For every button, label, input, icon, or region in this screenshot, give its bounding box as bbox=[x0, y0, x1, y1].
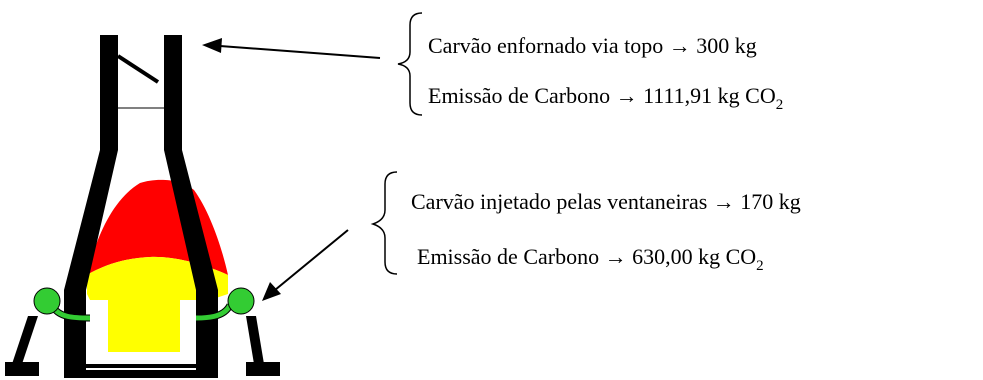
bottom-annotation-line-2: Emissão de Carbono → 630,00 kg CO2 bbox=[417, 244, 764, 274]
charging-flap bbox=[116, 54, 160, 84]
left-tuyere bbox=[33, 287, 91, 322]
top-brace bbox=[397, 12, 423, 116]
furnace-right-wall bbox=[164, 35, 218, 366]
blast-furnace bbox=[5, 35, 280, 378]
top-pointer-arrow bbox=[202, 38, 381, 59]
furnace-left-wall bbox=[64, 35, 118, 366]
bottom-annotation: Carvão injetado pelas ventaneiras → 170 … bbox=[411, 189, 801, 274]
top-annotation: Carvão enfornado via topo → 300 kg Emiss… bbox=[428, 33, 783, 113]
right-support-leg bbox=[246, 316, 280, 376]
right-tuyere bbox=[195, 287, 255, 322]
left-support-leg bbox=[5, 316, 39, 376]
hearth-bottom bbox=[64, 364, 218, 378]
top-annotation-line-1: Carvão enfornado via topo → 300 kg bbox=[428, 33, 757, 58]
bottom-pointer-arrow bbox=[262, 229, 349, 301]
melt-zone bbox=[87, 256, 228, 352]
bottom-brace bbox=[370, 171, 398, 275]
bottom-annotation-line-1: Carvão injetado pelas ventaneiras → 170 … bbox=[411, 189, 801, 214]
top-annotation-line-2: Emissão de Carbono → 1111,91 kg CO2 bbox=[428, 83, 783, 113]
